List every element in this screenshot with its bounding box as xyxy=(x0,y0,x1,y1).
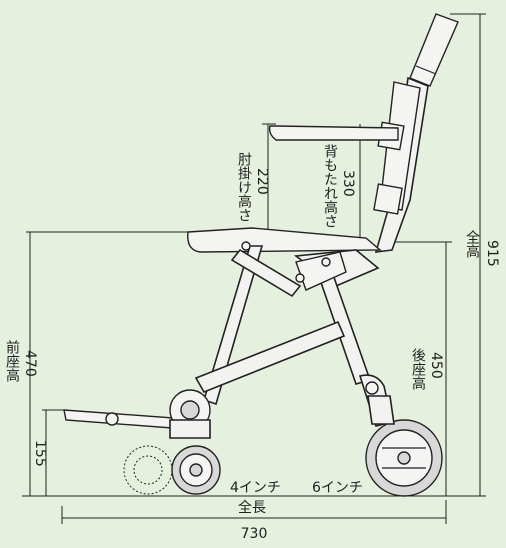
armrest-height-label: 肘掛け高さ xyxy=(236,152,252,222)
total-length-label: 全長 xyxy=(238,499,266,516)
total-height-value: 915 xyxy=(484,240,500,267)
rear-seat-height-value: 450 xyxy=(428,352,444,379)
footrest-height-value: 155 xyxy=(32,440,48,467)
armrest-height-value: 220 xyxy=(254,168,270,195)
footrest xyxy=(63,409,175,429)
front-seat-height-value: 470 xyxy=(22,350,38,377)
rear-wheel xyxy=(365,395,443,497)
backrest-height-label: 背もたれ高さ xyxy=(322,144,338,228)
rear-wheel-label: 6インチ xyxy=(312,480,363,496)
rear-seat-height-label: 後座高 xyxy=(410,348,426,390)
total-length-value: 730 xyxy=(241,526,268,542)
front-wheel-label: 4インチ xyxy=(230,480,281,496)
backrest-height-value: 330 xyxy=(340,170,356,197)
wheelchair-frame xyxy=(187,13,459,427)
labels: 肘掛け高さ 220 背もたれ高さ 330 全高 915 前座高 470 後座高 … xyxy=(4,144,500,542)
front-seat-height-label: 前座高 xyxy=(4,339,20,382)
total-height-label: 全高 xyxy=(464,229,480,258)
dimension-lines xyxy=(22,13,486,524)
front-caster xyxy=(123,389,221,495)
